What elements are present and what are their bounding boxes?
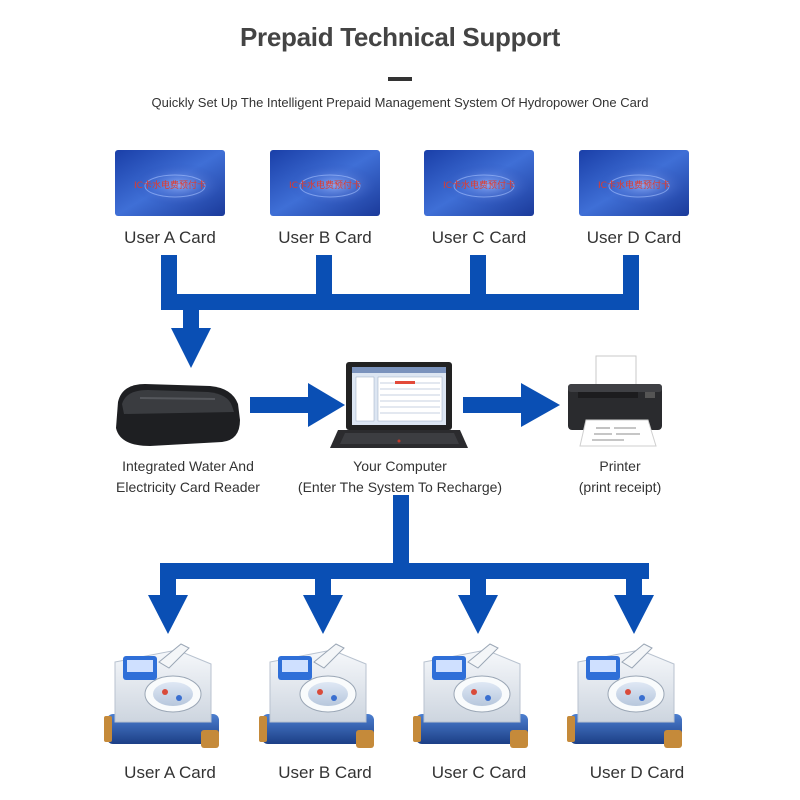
arrow-meter-d-head	[614, 595, 654, 634]
arrow-meter-a-shaft	[160, 563, 176, 597]
water-meter-b	[259, 643, 374, 748]
printer-icon	[568, 355, 662, 447]
connector-bus-top	[161, 294, 639, 310]
computer-label-line2: (Enter The System To Recharge)	[297, 479, 503, 495]
arrow-meter-b-head	[303, 595, 343, 634]
water-meter-d	[567, 643, 682, 748]
printer-label-line2: (print receipt)	[578, 479, 662, 495]
card-d: IC卡水电费预付卡	[579, 150, 689, 216]
connector-bus-bottom	[160, 563, 649, 579]
page-title: Prepaid Technical Support	[240, 22, 560, 52]
arrow-computer-to-printer	[463, 383, 560, 427]
reader-label-line1: Integrated Water And	[122, 458, 254, 474]
arrow-reader-to-computer	[250, 383, 345, 427]
card-c-label: User C Card	[431, 228, 527, 247]
top-connector	[161, 255, 639, 368]
card-c: IC卡水电费预付卡	[424, 150, 534, 216]
meter-c-label: User C Card	[431, 763, 527, 782]
page-subtitle: Quickly Set Up The Intelligent Prepaid M…	[151, 95, 649, 110]
card-a-label: User A Card	[124, 228, 216, 247]
meter-d-label: User D Card	[589, 763, 685, 782]
arrow-meter-c-shaft	[470, 563, 486, 597]
arrow-meter-c-head	[458, 595, 498, 634]
card-b: IC卡水电费预付卡	[270, 150, 380, 216]
arrow-meter-b-shaft	[315, 563, 331, 597]
computer-label: Your Computer (Enter The System To Recha…	[290, 456, 510, 498]
bottom-connector	[148, 495, 654, 634]
card-reader-icon	[116, 384, 240, 446]
connector-computer-down	[393, 495, 409, 565]
reader-label-line2: Electricity Card Reader	[116, 479, 260, 495]
meter-b-label: User B Card	[278, 763, 372, 782]
card-d-text: IC卡水电费预付卡	[598, 179, 670, 191]
card-a-text: IC卡水电费预付卡	[134, 179, 206, 191]
computer-label-line1: Your Computer	[353, 458, 447, 474]
connector-card-c	[470, 255, 486, 301]
printer-label: Printer (print receipt)	[540, 456, 700, 498]
water-meter-a	[104, 643, 219, 748]
title-divider	[388, 77, 412, 81]
card-c-text: IC卡水电费预付卡	[443, 179, 515, 191]
meter-a-label: User A Card	[124, 763, 216, 782]
arrow-to-reader-head	[171, 328, 211, 368]
arrow-meter-d-shaft	[626, 563, 642, 597]
arrow-meter-a-head	[148, 595, 188, 634]
card-a: IC卡水电费预付卡	[115, 150, 225, 216]
reader-label: Integrated Water And Electricity Card Re…	[93, 456, 283, 498]
card-b-label: User B Card	[278, 228, 372, 247]
connector-card-b	[316, 255, 332, 301]
printer-label-line1: Printer	[599, 458, 641, 474]
laptop-icon	[330, 362, 468, 448]
card-b-text: IC卡水电费预付卡	[289, 179, 361, 191]
water-meter-c	[413, 643, 528, 748]
card-d-label: User D Card	[586, 228, 682, 247]
